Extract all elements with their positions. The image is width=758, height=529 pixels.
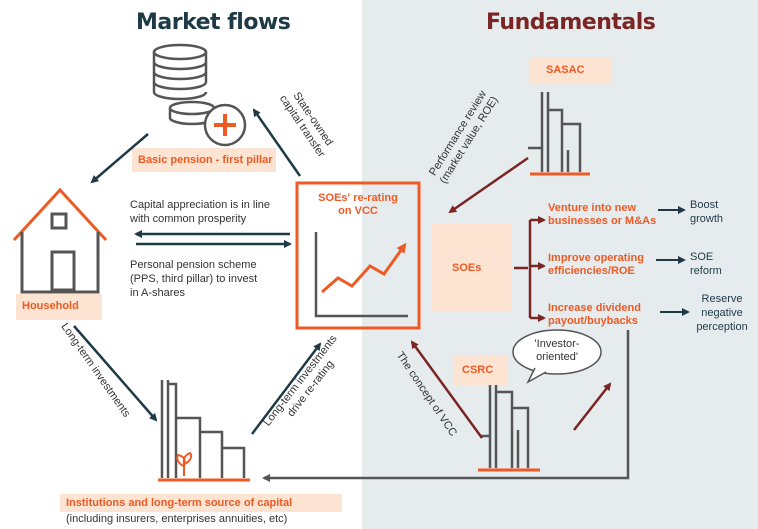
csrc-box: [453, 355, 507, 385]
line-chart-icon: [295, 181, 421, 330]
plus-circle-icon: [203, 103, 247, 147]
action-venture: Venture into new businesses or M&As: [548, 202, 657, 227]
sasac-box: [530, 58, 612, 84]
basic-pension-box: [132, 148, 276, 172]
fundamentals-heading: Fundamentals: [486, 10, 656, 35]
action-dividend: Increase dividend payout/buybacks: [548, 302, 641, 327]
pension-to-household-arrow: [90, 133, 149, 184]
building-icon: [158, 380, 250, 482]
performance-review-arrow: [448, 156, 529, 214]
soes-rerating-label: SOEs' re-rating on VCC: [318, 192, 398, 217]
household-label: Household: [22, 300, 79, 312]
institutions-subtitle: (including insurers, enterprises annuiti…: [66, 513, 288, 525]
result-reform: SOE reform: [690, 251, 722, 277]
fundamentals-panel: [362, 0, 758, 529]
state-owned-transfer-arrow: [252, 108, 302, 177]
institutions-title: Institutions and long-term source of cap…: [66, 497, 293, 509]
institutions-box: [60, 494, 342, 512]
household-box: [16, 294, 102, 320]
house-icon: [12, 187, 108, 294]
sprout-icon: [176, 451, 193, 476]
soes-label: SOEs: [452, 262, 482, 274]
result-growth: Boost growth: [690, 199, 724, 225]
market-flows-heading: Market flows: [136, 10, 291, 35]
capital-appreciation-text: Capital appreciation is in line with com…: [130, 199, 271, 225]
soes-box: [432, 224, 512, 312]
result-perception: Reserve negative perception: [696, 293, 748, 333]
sasac-label: SASAC: [546, 64, 585, 76]
basic-pension-label: Basic pension - first pillar: [138, 154, 273, 166]
investor-oriented-label: 'Investor- oriented': [534, 338, 580, 363]
coins-icon: [152, 43, 216, 126]
speech-bubble: [512, 329, 602, 384]
drive-rerating-arrow: [251, 342, 322, 435]
building-icon: [478, 385, 540, 472]
concept-vcc-arrow: [410, 340, 484, 439]
action-efficiency: Improve operating efficiencies/ROE: [548, 252, 644, 277]
feedback-arrow: [262, 330, 630, 482]
long-term-investments-arrow: [73, 325, 158, 422]
csrc-to-bubble-arrow: [573, 382, 612, 431]
building-icon: [528, 92, 590, 176]
csrc-label: CSRC: [462, 364, 494, 376]
pension-scheme-text: Personal pension scheme (PPS, third pill…: [130, 259, 258, 299]
